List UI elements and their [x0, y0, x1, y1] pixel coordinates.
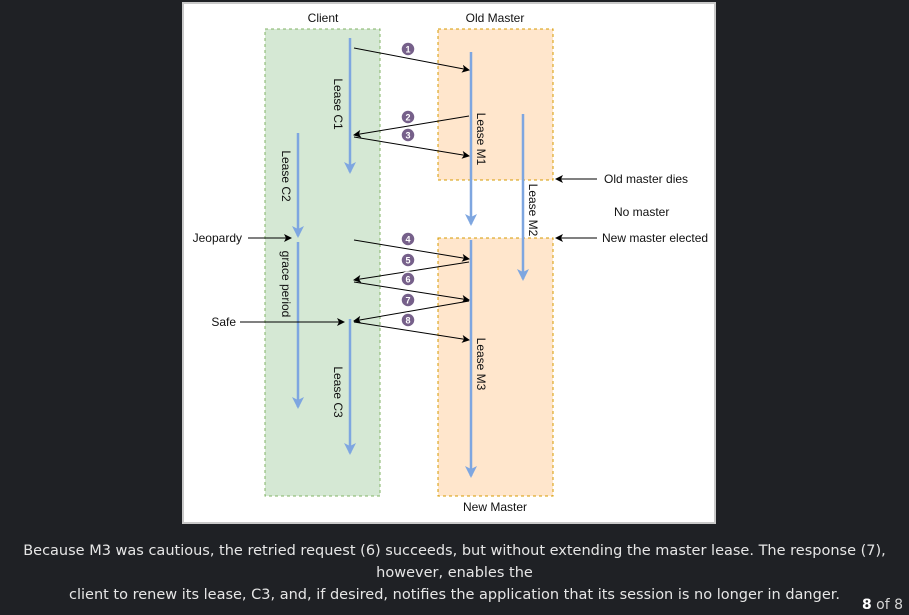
svg-text:2: 2	[405, 113, 410, 123]
safe-label: Safe	[211, 315, 236, 329]
message-4-arrow	[353, 239, 470, 262]
slide-caption: Because M3 was cautious, the retried req…	[0, 540, 909, 606]
lease-m2-label: Lease M2	[526, 184, 540, 237]
step-8-badge: 8	[400, 312, 416, 328]
message-3-arrow	[353, 136, 470, 159]
step-7-badge: 7	[400, 292, 416, 308]
jeopardy-label: Jeopardy	[193, 231, 242, 245]
step-3-badge: 3	[400, 127, 416, 143]
no-master-label: No master	[614, 205, 669, 219]
step-4-badge: 4	[400, 231, 416, 247]
svg-text:8: 8	[405, 316, 410, 326]
lease-m1-label: Lease M1	[474, 113, 488, 166]
pager-current: 8	[861, 597, 872, 613]
new-master-region	[437, 237, 554, 497]
lease-c2-label: Lease C2	[279, 150, 293, 202]
message-7-arrow	[353, 300, 470, 324]
lease-c1-label: Lease C1	[331, 78, 345, 130]
master-failover-diagram: Client Old Master New Master Lease C1 Le…	[193, 11, 708, 514]
message-6-arrow	[353, 281, 470, 303]
svg-text:5: 5	[405, 256, 410, 266]
old-master-title: Old Master	[466, 11, 525, 25]
new-master-title: New Master	[463, 500, 527, 514]
step-6-badge: 6	[400, 271, 416, 287]
pager-total: of 8	[876, 597, 903, 613]
new-master-elected-label: New master elected	[602, 231, 708, 245]
svg-text:1: 1	[405, 45, 410, 55]
svg-text:7: 7	[405, 296, 410, 306]
caption-line-1: Because M3 was cautious, the retried req…	[23, 543, 886, 581]
message-1-arrow	[353, 47, 470, 73]
message-5-arrow	[353, 261, 470, 283]
svg-text:3: 3	[405, 131, 410, 141]
svg-text:4: 4	[405, 235, 410, 245]
lease-m3-label: Lease M3	[474, 338, 488, 391]
client-region	[264, 28, 381, 497]
step-2-badge: 2	[400, 109, 416, 125]
step-5-badge: 5	[400, 252, 416, 268]
svg-text:6: 6	[405, 275, 410, 285]
grace-period-label: grace period	[279, 251, 293, 318]
step-1-badge: 1	[400, 41, 416, 57]
old-master-region	[437, 28, 554, 181]
old-master-dies-label: Old master dies	[604, 172, 688, 186]
message-8-arrow	[353, 321, 470, 343]
caption-line-2: client to renew its lease, C3, and, if d…	[69, 587, 840, 603]
message-2-arrow	[353, 115, 470, 138]
client-title: Client	[308, 11, 339, 25]
slide-pager: 8 of 8	[862, 597, 903, 613]
diagram-frame: Client Old Master New Master Lease C1 Le…	[182, 2, 716, 524]
lease-c3-label: Lease C3	[331, 366, 345, 418]
